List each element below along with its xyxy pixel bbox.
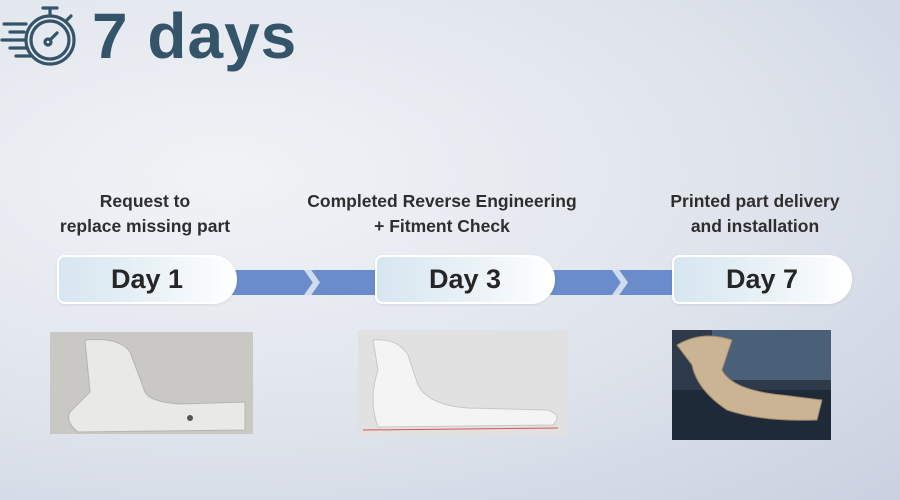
timeline-connector: [548, 270, 678, 295]
cad-model-render: [358, 330, 568, 437]
header: 7 days: [0, 0, 900, 72]
day-badge-3: Day 3: [375, 255, 555, 304]
step-1-description: Request to replace missing part: [59, 191, 231, 236]
step-3-description: Printed part delivery and installation: [670, 191, 840, 236]
timeline-connector: [230, 270, 380, 295]
day-badge-7: Day 7: [672, 255, 852, 304]
page-title: 7 days: [92, 0, 298, 72]
day-badge-1: Day 1: [57, 255, 237, 304]
stopwatch-icon: [0, 6, 76, 66]
missing-part-photo: [50, 332, 253, 434]
step-2-description: Completed Reverse Engineering + Fitment …: [307, 191, 577, 236]
installed-part-photo: [672, 330, 831, 440]
